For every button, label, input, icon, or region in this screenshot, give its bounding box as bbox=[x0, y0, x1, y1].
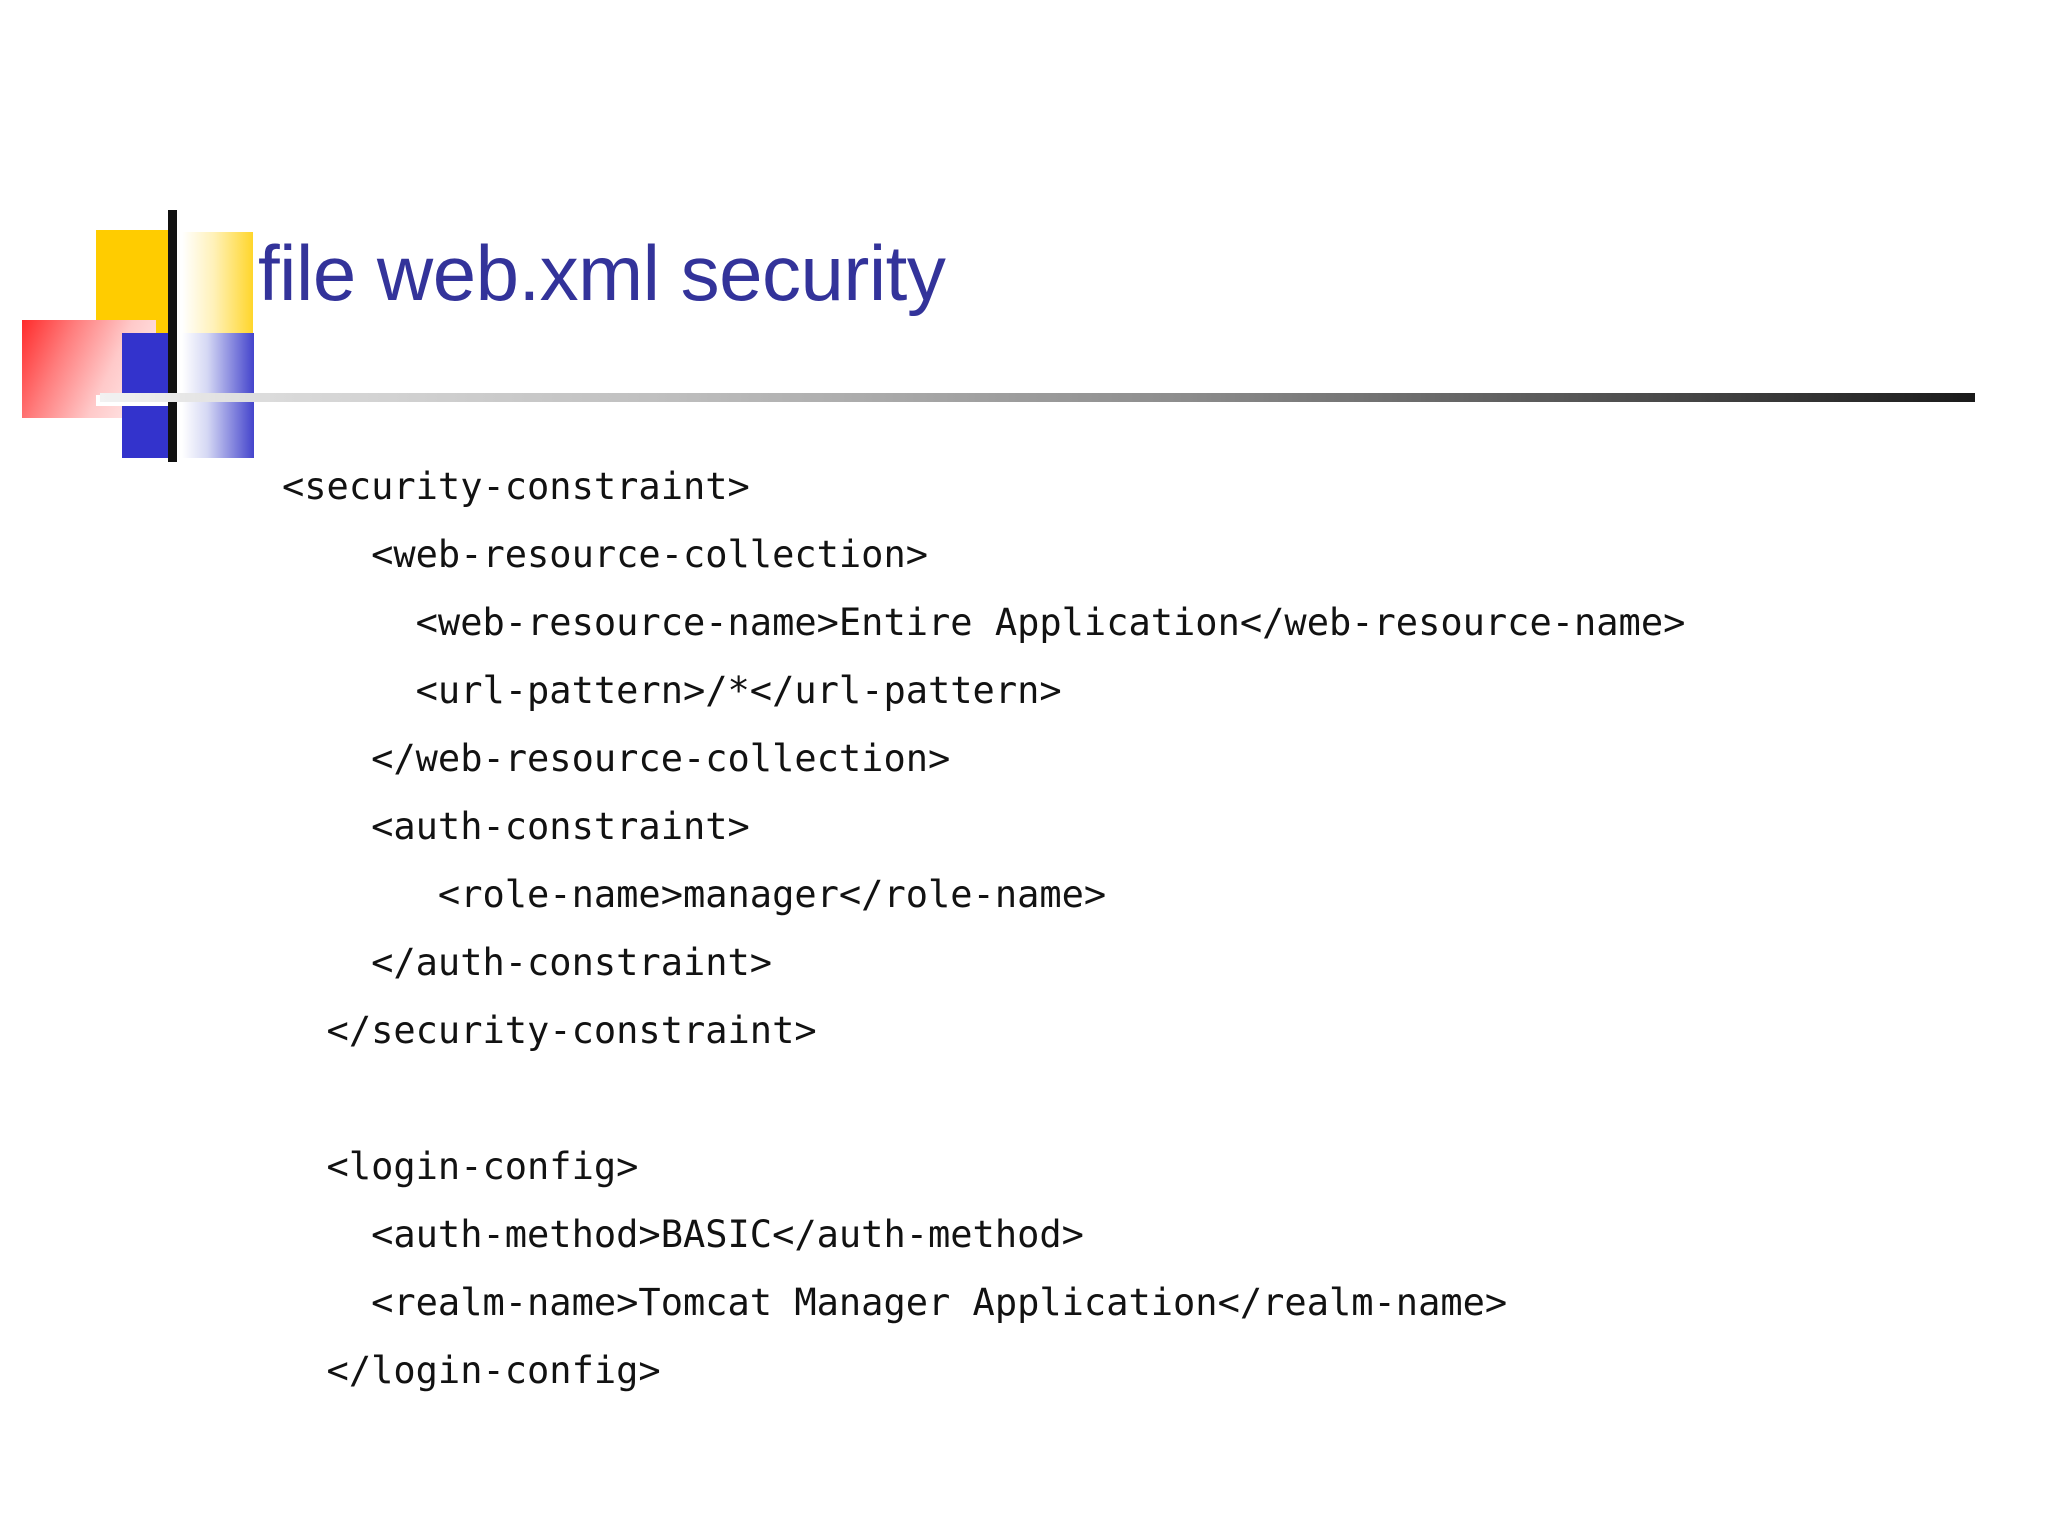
code-line: <web-resource-collection> bbox=[282, 533, 929, 576]
code-line: </security-constraint> bbox=[282, 1009, 817, 1052]
code-line: <auth-method>BASIC</auth-method> bbox=[282, 1213, 1084, 1256]
blue-gradient-square-bottom-shape bbox=[182, 400, 254, 458]
red-gradient-square-shape bbox=[22, 320, 156, 418]
black-vertical-bar-shape bbox=[168, 210, 177, 462]
code-line: <web-resource-name>Entire Application</w… bbox=[282, 601, 1686, 644]
code-line: </login-config> bbox=[282, 1349, 661, 1392]
code-line: <auth-constraint> bbox=[282, 805, 750, 848]
blue-gradient-square-top-shape bbox=[182, 333, 254, 394]
code-line bbox=[0, 1065, 2048, 1133]
code-line: </auth-constraint> bbox=[282, 941, 773, 984]
code-line: <security-constraint> bbox=[282, 465, 750, 508]
yellow-solid-square-shape bbox=[96, 230, 172, 336]
yellow-gradient-square-shape bbox=[182, 232, 253, 340]
page-title: file web.xml security bbox=[258, 229, 946, 318]
code-line: <login-config> bbox=[282, 1145, 639, 1188]
code-line: <realm-name>Tomcat Manager Application</… bbox=[282, 1281, 1508, 1324]
xml-code-block: <security-constraint> <web-resource-coll… bbox=[0, 453, 2048, 1405]
title-underline-rule bbox=[100, 393, 1975, 402]
code-line: <role-name>manager</role-name> bbox=[282, 873, 1107, 916]
code-line: <url-pattern>/*</url-pattern> bbox=[282, 669, 1062, 712]
code-line: </web-resource-collection> bbox=[282, 737, 951, 780]
